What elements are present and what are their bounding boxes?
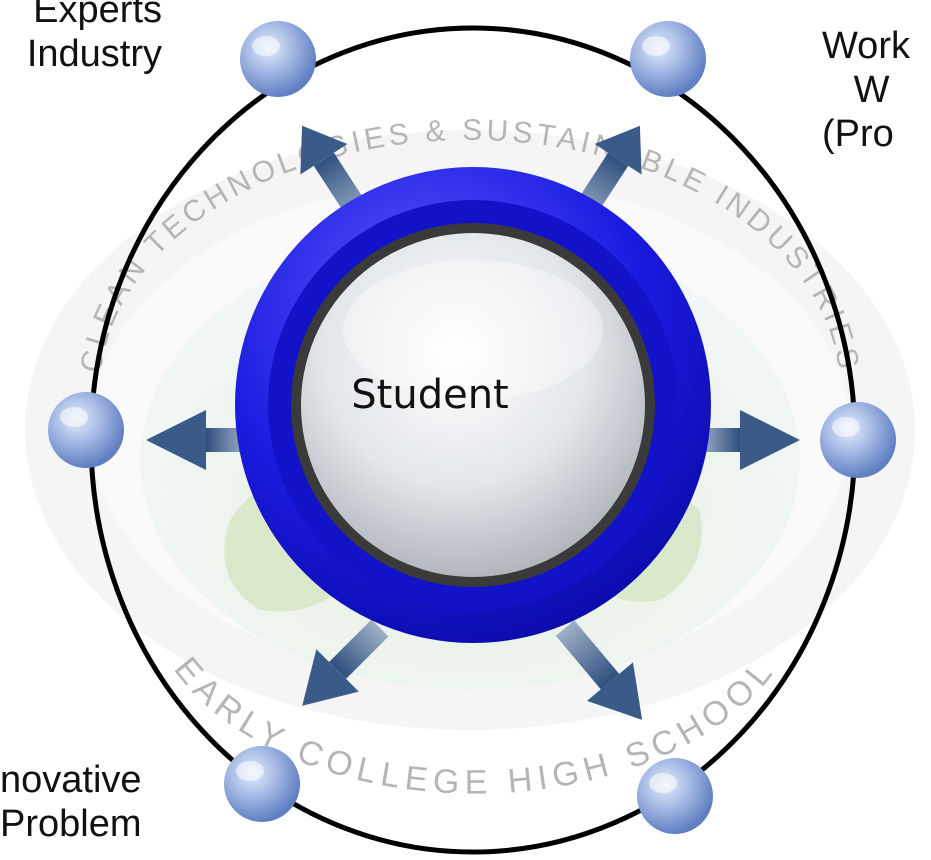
node-left	[48, 392, 124, 468]
node-right	[820, 402, 896, 478]
center-label: Student	[351, 372, 509, 418]
node-upper-left	[240, 21, 316, 97]
arrow-lower-left	[302, 619, 389, 706]
student-hub	[235, 167, 711, 643]
arrow-lower-right	[555, 620, 643, 720]
label-experts-industry: Experts Industry	[26, 0, 162, 75]
node-lower-right	[637, 758, 713, 834]
outer-nodes	[48, 21, 896, 834]
label-innovative-problem: novative Problem	[0, 759, 142, 845]
node-lower-left	[224, 746, 300, 822]
node-upper-right	[630, 21, 706, 97]
label-workplace: Work W (Pro	[822, 25, 910, 155]
